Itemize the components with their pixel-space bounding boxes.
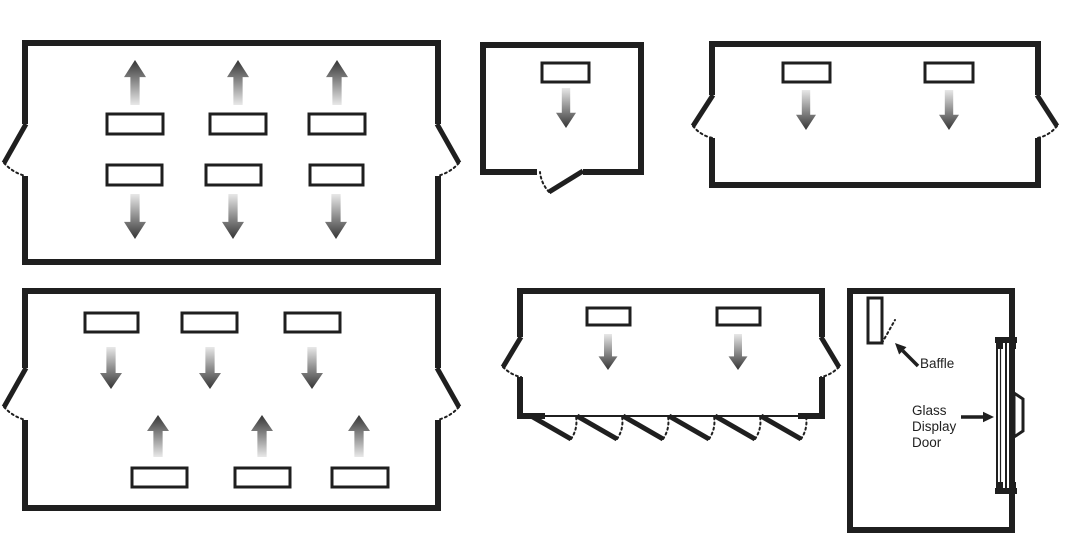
door-swing-arc [436, 162, 460, 177]
airflow-arrow-up [147, 415, 169, 457]
door-leaf [1, 366, 29, 409]
door-leaf [434, 366, 462, 409]
air-discharge-vent [180, 311, 239, 334]
cabinet-outline-wide-cabinet-two-vents-multiple-bottom-doors [517, 288, 825, 419]
door-leaf [529, 413, 573, 442]
airflow-arrow-down [100, 347, 122, 389]
air-discharge-vent [208, 112, 268, 136]
door-swing-arc [800, 415, 808, 440]
door-swing-arc [539, 171, 550, 193]
baffle-vent [866, 296, 884, 345]
wall-opening [515, 337, 524, 377]
wall-opening [434, 124, 443, 176]
door-leaf [1, 122, 29, 165]
door-leaf [1034, 93, 1060, 128]
airflow-arrow-down [796, 90, 816, 130]
wall-opening [20, 368, 29, 420]
door-frame-block [1009, 482, 1016, 488]
air-discharge-vent [308, 163, 365, 187]
airflow-arrow-down [124, 194, 146, 239]
door-leaf [621, 413, 665, 442]
door-frame-block [995, 337, 1017, 343]
air-discharge-vent [105, 163, 164, 187]
air-discharge-vent [715, 306, 762, 327]
door-swing-arc [502, 366, 522, 378]
door-leaf [500, 335, 524, 369]
air-discharge-vent [283, 311, 342, 334]
glass-door-pointer-arrow-head [983, 411, 994, 423]
glass-door-panel [996, 341, 1007, 491]
door-leaf [759, 413, 803, 442]
door-frame-block [996, 482, 1003, 488]
air-discharge-vent [330, 466, 390, 489]
wall-opening [434, 368, 443, 420]
door-leaf [690, 93, 716, 128]
door-swing-arc [436, 406, 460, 421]
door-leaf [667, 413, 711, 442]
airflow-arrow-up [326, 60, 348, 105]
airflow-arrow-up [251, 415, 273, 457]
baffle-swing-dotted-line [881, 319, 896, 344]
airflow-arrow-down [199, 347, 221, 389]
glass-display-door-label-line2: Display [912, 419, 957, 434]
airflow-arrow-down [222, 194, 244, 239]
door-frame-block [1009, 343, 1016, 349]
airflow-arrow-down [325, 194, 347, 239]
glass-display-door-label-line3: Door [912, 435, 942, 450]
wall-opening [1033, 95, 1042, 138]
air-discharge-vent [83, 311, 140, 334]
air-discharge-vent [307, 112, 367, 136]
airflow-arrow-up [348, 415, 370, 457]
door-swing-arc [692, 125, 714, 139]
door-handle [1012, 390, 1025, 440]
glass-display-door-label-line1: Glass [912, 403, 947, 418]
air-discharge-vent [233, 466, 292, 489]
airflow-arrow-up [227, 60, 249, 105]
wall-opening [818, 337, 827, 377]
door-leaf [713, 413, 757, 442]
baffle-label: Baffle [920, 356, 955, 371]
air-discharge-vent [105, 112, 165, 136]
door-leaf [547, 168, 585, 195]
airflow-arrow-down [556, 88, 576, 128]
door-swing-arc [3, 406, 27, 421]
wall-opening [537, 167, 583, 177]
baffle-pointer-arrow-head [895, 343, 907, 355]
wall-opening [707, 95, 716, 138]
air-discharge-vent [781, 61, 832, 84]
air-discharge-vent [540, 61, 591, 84]
door-leaf [818, 335, 842, 369]
door-swing-arc [1036, 125, 1058, 139]
air-discharge-vent [585, 306, 632, 327]
door-leaf [575, 413, 619, 442]
wall-opening [20, 124, 29, 176]
air-discharge-vent [204, 163, 263, 187]
airflow-arrow-down [301, 347, 323, 389]
airflow-arrow-down [939, 90, 959, 130]
airflow-arrow-up [124, 60, 146, 105]
door-leaf [434, 122, 462, 165]
door-frame-block [996, 343, 1003, 349]
air-discharge-vent [130, 466, 189, 489]
door-frame-block [995, 488, 1017, 494]
cabinet-outline-wide-cabinet-two-vents-side-doors [709, 41, 1041, 188]
glass-display-door-label: Glass Display Door [912, 403, 956, 451]
baffle-pointer-arrow-shaft [901, 349, 920, 368]
airflow-arrow-down [728, 334, 748, 370]
door-swing-arc [820, 366, 840, 378]
door-swing-arc [3, 162, 27, 177]
airflow-arrow-down [598, 334, 618, 370]
air-discharge-vent [923, 61, 975, 84]
